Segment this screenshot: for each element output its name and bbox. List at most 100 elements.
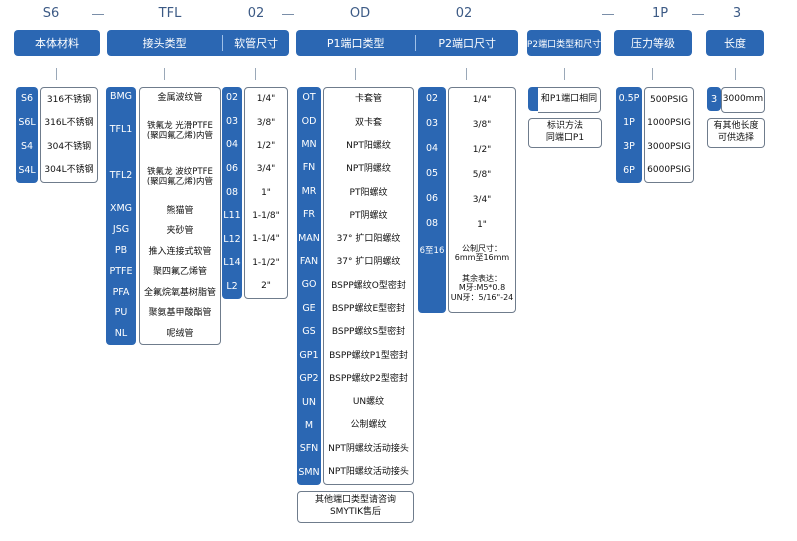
connector-desc: 夹砂管 <box>166 226 194 237</box>
connector-code: BMG <box>109 90 133 102</box>
port2-metric: 公制尺寸： 6mm至16mm <box>454 243 510 262</box>
connector-desc: 聚四氟乙烯管 <box>152 267 207 278</box>
port1-code-column: OT OD MN FN MR FR MAN FAN GO GE GS GP1 G… <box>297 87 321 485</box>
connector-line <box>164 68 165 80</box>
length-desc: 3000mm <box>721 87 765 113</box>
port1-desc: 37° 扩口阳螺纹 <box>336 234 401 245</box>
connector-code: PB <box>114 244 128 256</box>
port2-desc: 1/4" <box>472 95 492 106</box>
port1-desc: 37° 扩口阴螺纹 <box>336 257 401 268</box>
port2-type-note: 标识方法 同端口P1 <box>528 118 602 148</box>
code-pressure: 1P <box>651 6 669 21</box>
connector-code: PTFE <box>109 265 133 277</box>
port1-code: OT <box>302 92 316 104</box>
hose-code: 08 <box>225 186 239 198</box>
port2-code: 06 <box>425 193 439 205</box>
hose-code-column: 02 03 04 06 08 L11 L12 L14 L2 <box>222 87 242 299</box>
pressure-code: 6P <box>623 164 635 176</box>
port2-desc-column: 1/4" 3/8" 1/2" 5/8" 3/4" 1" 公制尺寸： 6mm至16… <box>448 87 516 313</box>
header-port2-type: P2端口类型和尺寸 <box>527 30 601 56</box>
port1-desc: UN螺纹 <box>352 397 385 408</box>
port1-code: FR <box>302 209 316 221</box>
material-code: S4L <box>18 164 36 176</box>
hose-code: 04 <box>225 139 239 151</box>
port1-desc: NPT阳螺纹活动接头 <box>328 466 409 477</box>
header-connector: 接头类型 <box>107 35 224 51</box>
port1-desc: PT阴螺纹 <box>349 210 388 221</box>
port2-desc: 1" <box>477 220 487 231</box>
separator-dash <box>282 14 294 15</box>
material-desc: 316L不锈钢 <box>44 118 94 129</box>
port2-type-same: 和P1端口相同 <box>538 87 601 113</box>
hose-code: L12 <box>223 233 241 245</box>
port2-code-column: 02 03 04 05 06 08 6至16 <box>418 87 446 313</box>
hose-desc: 1/2" <box>256 141 276 152</box>
material-code: S6L <box>18 116 36 128</box>
port1-code: SMN <box>298 466 320 478</box>
port1-code: UN <box>301 396 317 408</box>
hose-code: 02 <box>225 92 239 104</box>
connector-desc: 全氟烷氧基树脂管 <box>143 287 216 298</box>
connector-line <box>56 68 57 80</box>
port1-code: MAN <box>298 232 320 244</box>
material-code-column: S6 S6L S4 S4L <box>16 87 38 183</box>
pressure-desc: 3000PSIG <box>647 141 691 152</box>
connector-code: JSG <box>112 224 130 236</box>
port1-code: SFN <box>299 443 319 455</box>
pressure-code-column: 0.5P 1P 3P 6P <box>616 87 642 183</box>
length-note: 有其他长度 可供选择 <box>707 118 765 148</box>
port1-desc: 卡套管 <box>354 94 382 105</box>
connector-code: TFL2 <box>109 170 133 182</box>
port1-desc: NPT阳螺纹 <box>346 141 391 152</box>
hose-desc: 1/4" <box>256 94 276 105</box>
code-material: S6 <box>42 6 60 21</box>
hose-desc: 3/8" <box>256 117 276 128</box>
pressure-code: 0.5P <box>618 92 640 104</box>
connector-line <box>735 68 736 80</box>
hose-code: 03 <box>225 115 239 127</box>
connector-line <box>355 68 356 80</box>
code-port1: OD <box>349 6 371 21</box>
header-connector-hose: 接头类型 软管尺寸 <box>107 30 289 56</box>
port2-other: 其余表达： M牙:M5*0.8 UN牙：5/16"-24 <box>450 274 514 302</box>
material-desc-column: 316不锈钢 316L不锈钢 304不锈钢 304L不锈钢 <box>40 87 98 183</box>
header-port1: P1端口类型 <box>296 35 417 51</box>
hose-code: L14 <box>223 257 241 269</box>
separator-dash <box>602 14 614 15</box>
pressure-desc: 1000PSIG <box>647 118 691 129</box>
port1-code: GP1 <box>299 349 319 361</box>
hose-desc: 3/4" <box>256 164 276 175</box>
header-port1-port2: P1端口类型 P2端口尺寸 <box>296 30 518 56</box>
connector-line <box>564 68 565 80</box>
port1-desc: NPT阴螺纹 <box>346 164 391 175</box>
port1-desc: BSPP螺纹E型密封 <box>331 304 406 314</box>
connector-desc-column: 金属波纹管 铁氟龙 光滑PTFE (聚四氟乙烯)内管 铁氟龙 波纹PTFE (聚… <box>139 87 221 345</box>
material-code: S6 <box>20 92 34 104</box>
hose-desc: 1-1/4" <box>252 234 280 245</box>
pressure-desc-column: 500PSIG 1000PSIG 3000PSIG 6000PSIG <box>644 87 694 183</box>
port1-code: MN <box>301 139 317 151</box>
connector-code: PFA <box>112 286 130 298</box>
port1-desc: BSPP螺纹P1型密封 <box>329 350 408 361</box>
port1-code: GP2 <box>299 373 319 385</box>
header-material: 本体材料 <box>14 30 100 56</box>
connector-desc: 呢绒管 <box>166 328 194 339</box>
port1-code: FAN <box>299 256 319 268</box>
header-pressure: 压力等级 <box>614 30 692 56</box>
code-port2: 02 <box>455 6 473 21</box>
connector-desc: 推入连接式软管 <box>148 246 212 257</box>
port2-code: 02 <box>425 93 439 105</box>
port1-code: M <box>304 419 314 431</box>
port1-code: GS <box>302 326 316 338</box>
port1-code: MR <box>301 185 317 197</box>
hose-desc: 1" <box>261 187 271 198</box>
code-hose-size: 02 <box>247 6 265 21</box>
hose-code: L2 <box>226 280 238 292</box>
separator-dash <box>92 14 104 15</box>
hose-code: 06 <box>225 162 239 174</box>
port2-desc: 5/8" <box>472 170 492 181</box>
code-connector: TFL <box>158 6 182 21</box>
port1-desc: 双卡套 <box>354 117 382 128</box>
port1-desc-column: 卡套管 双卡套 NPT阳螺纹 NPT阴螺纹 PT阳螺纹 PT阴螺纹 37° 扩口… <box>323 87 414 485</box>
header-hose-size: 软管尺寸 <box>234 37 279 50</box>
